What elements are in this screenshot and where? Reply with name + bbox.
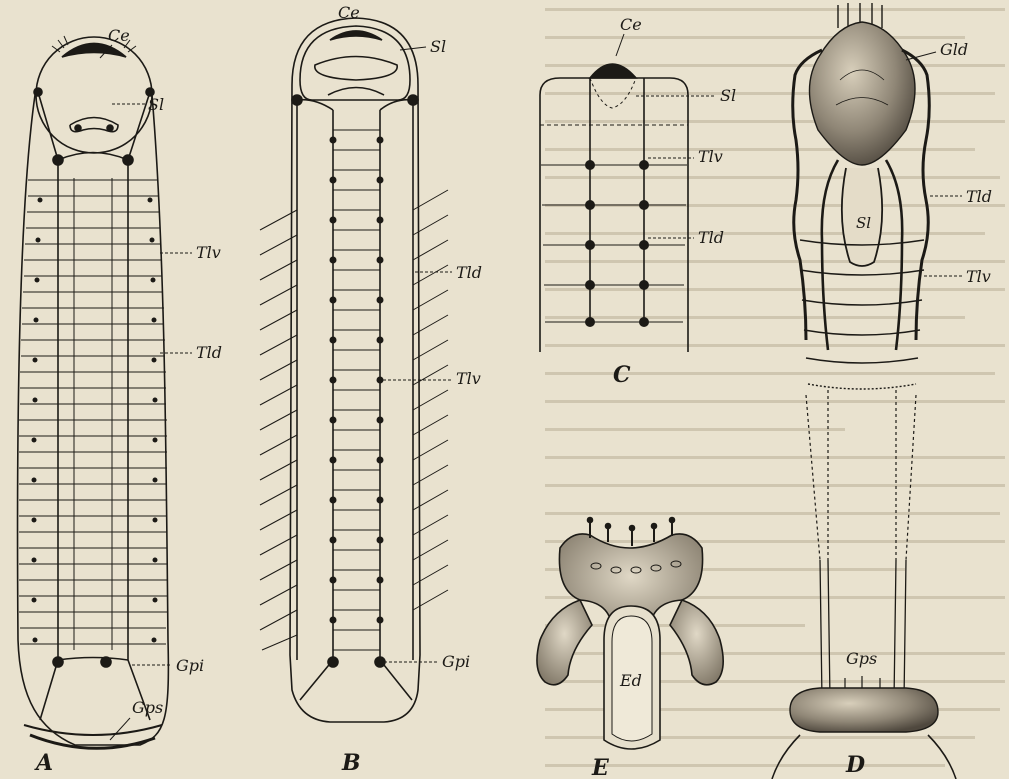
figure-c-transverse-commissures	[540, 125, 688, 322]
figure-a-label-tld: Tld	[196, 343, 222, 362]
figure-c-label-sl: Sl	[720, 86, 736, 105]
figure-a-caption: A	[34, 750, 53, 776]
figure-d-cerebral-ganglion	[809, 22, 915, 165]
figure-b-label-ce: Ce	[338, 3, 360, 22]
figure-c-caption: C	[613, 362, 631, 388]
figure-d-label-tld: Tld	[966, 187, 992, 206]
figure-b-label-tld: Tld	[456, 263, 482, 282]
figure-e-cross-section	[537, 518, 723, 750]
figure-b-caption: B	[341, 750, 361, 776]
figure-a-label-sl: Sl	[148, 95, 164, 114]
figure-c-labels: Ce Sl Tlv Tld C	[613, 15, 736, 388]
figure-a-label-tlv: Tlv	[196, 243, 221, 262]
figure-a-label-ce: Ce	[108, 26, 130, 45]
figure-e-left-lobe	[537, 600, 592, 685]
figure-a-nervous-system	[18, 36, 169, 748]
figure-a-transverse-commissures	[19, 180, 167, 644]
figure-c-label-tlv: Tlv	[698, 147, 723, 166]
figure-c-label-tld: Tld	[698, 228, 724, 247]
figure-b-cerebral-ganglion	[330, 31, 382, 40]
figure-b-label-tlv: Tlv	[456, 369, 481, 388]
figure-a-head-ring	[36, 37, 152, 153]
figure-e-caption: E	[591, 755, 610, 779]
figure-a-cerebral-ganglion	[62, 44, 126, 58]
figure-b-transverse-commissures	[333, 130, 380, 650]
figure-c-cerebral-ganglion	[590, 64, 636, 78]
figure-c-nervous-system	[540, 64, 688, 352]
figure-d-caption: D	[845, 752, 865, 778]
figure-d-label-gps: Gps	[846, 649, 877, 668]
figure-c-label-ce: Ce	[620, 15, 642, 34]
figure-e-label-ed: Ed	[619, 671, 642, 690]
figure-e-right-lobe	[670, 600, 723, 685]
figure-b-label-gpi: Gpi	[442, 652, 470, 671]
figure-b-nervous-system	[260, 18, 448, 722]
figure-d-label-tlv: Tlv	[966, 267, 991, 286]
figure-b-label-sl: Sl	[430, 37, 446, 56]
figure-d-label-gld: Gld	[940, 40, 968, 59]
figure-c-body-outline	[540, 78, 688, 352]
figure-a-label-gpi: Gpi	[176, 656, 204, 675]
figure-d-label-sl: Sl	[856, 214, 871, 232]
figure-a-label-gps: Gps	[132, 698, 163, 717]
figure-d-posterior-ganglion	[790, 688, 938, 732]
